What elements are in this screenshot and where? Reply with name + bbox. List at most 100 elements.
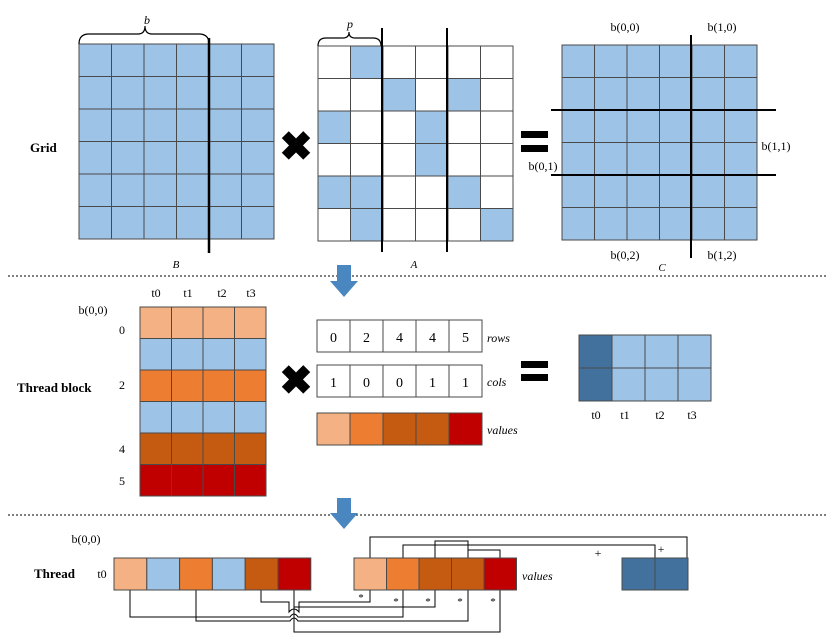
matrix-cell — [659, 207, 693, 241]
matrix-cell — [350, 208, 384, 242]
matrix-cell — [447, 208, 481, 242]
matrix-cell — [143, 108, 177, 142]
matrix-cell — [480, 110, 514, 144]
matrix-cell — [594, 207, 628, 241]
matrix-cell — [143, 173, 177, 207]
matrix-cell — [724, 207, 758, 241]
cols-array-value: 1 — [429, 376, 436, 391]
matrix-cell — [317, 175, 351, 209]
values-array — [316, 412, 483, 446]
matrix-cell — [111, 173, 145, 207]
block-label-b00: b(0,0) — [611, 20, 640, 34]
matrix-cell — [659, 142, 693, 176]
section-label-thread: Thread — [34, 566, 76, 581]
matrix-cell — [447, 45, 481, 79]
matrix-cell — [78, 141, 112, 175]
matrix-a-label: A — [410, 259, 418, 271]
rows-array-value: 2 — [363, 331, 370, 346]
matrix-b-label: B — [173, 259, 180, 271]
matrix-cell — [208, 206, 242, 240]
matrix-cell — [171, 306, 204, 339]
matrix-cell — [241, 141, 275, 175]
matrix-c-label: C — [658, 262, 666, 274]
matrix-cell — [691, 174, 725, 208]
multiply-symbol: * — [457, 596, 463, 608]
rows-array-cell — [316, 319, 351, 353]
matrix-cell — [202, 306, 235, 339]
thread-values-cell — [483, 557, 517, 591]
thread-label-t1: t1 — [183, 286, 192, 300]
matrix-cell — [415, 78, 449, 112]
matrix-cell — [691, 207, 725, 241]
matrix-cell — [480, 143, 514, 177]
matrix-cell — [171, 338, 204, 371]
matrix-cell — [202, 432, 235, 465]
matrix-cell — [611, 334, 646, 369]
matrix-cell — [659, 174, 693, 208]
matrix-cell — [350, 78, 384, 112]
matrix-cell — [382, 208, 416, 242]
matrix-c — [561, 44, 758, 241]
equals-icon-bar-bottom — [521, 145, 548, 152]
matrix-cell — [202, 338, 235, 371]
matrix-cell — [139, 464, 172, 497]
matrix-cell — [594, 142, 628, 176]
matrix-cell — [171, 432, 204, 465]
thread-values-array-label: values — [522, 569, 553, 583]
equals-icon-bar-top — [521, 131, 548, 138]
matrix-cell — [724, 77, 758, 111]
matrix-cell — [139, 432, 172, 465]
matrix-cell — [234, 432, 267, 465]
matrix-cell — [447, 175, 481, 209]
values-array-label: values — [487, 423, 518, 437]
result-thread-label-t0: t0 — [591, 408, 600, 422]
matrix-cell — [143, 141, 177, 175]
matrix-cell — [480, 45, 514, 79]
matrix-cell — [317, 208, 351, 242]
matrix-cell — [724, 44, 758, 78]
matrix-a-brace-label: p — [346, 17, 353, 31]
thread-section-thread-label: t0 — [97, 567, 106, 581]
matrix-cell — [176, 76, 210, 110]
matrix-cell — [208, 76, 242, 110]
matrix-cell — [691, 109, 725, 143]
matrix-cell — [415, 208, 449, 242]
matrix-cell — [111, 206, 145, 240]
matrix-cell — [594, 109, 628, 143]
matrix-cell — [382, 78, 416, 112]
block-label-b10: b(1,0) — [708, 20, 737, 34]
matrix-cell — [234, 306, 267, 339]
down-arrow-icon — [330, 265, 358, 297]
plus-symbol: + — [595, 546, 602, 560]
result-thread-label-t1: t1 — [620, 408, 629, 422]
matrix-cell — [171, 369, 204, 402]
matrix-cell — [78, 76, 112, 110]
matrix-cell — [317, 78, 351, 112]
matrix-cell — [447, 110, 481, 144]
matrix-cell — [176, 141, 210, 175]
cols-array-cell — [415, 364, 450, 398]
rows-array-value: 0 — [330, 331, 337, 346]
matrix-cell — [111, 108, 145, 142]
matrix-cell — [234, 338, 267, 371]
matrix-cell — [561, 207, 595, 241]
cols-array-value: 1 — [462, 376, 469, 391]
matrix-cell — [78, 108, 112, 142]
matrix-cell — [561, 142, 595, 176]
values-array-cell — [349, 412, 384, 446]
matrix-cell — [317, 45, 351, 79]
matrix-cell — [724, 109, 758, 143]
matrix-cell — [350, 45, 384, 79]
matrix-cell — [241, 206, 275, 240]
row-label-0: 0 — [119, 323, 125, 337]
matrix-cell — [415, 143, 449, 177]
matrix-cell — [691, 44, 725, 78]
thread-row-cell — [277, 557, 312, 591]
matrix-cell — [208, 141, 242, 175]
matrix-cell — [626, 142, 660, 176]
matrix-cell — [176, 206, 210, 240]
thread-row-cell — [244, 557, 279, 591]
matrix-cell — [176, 173, 210, 207]
